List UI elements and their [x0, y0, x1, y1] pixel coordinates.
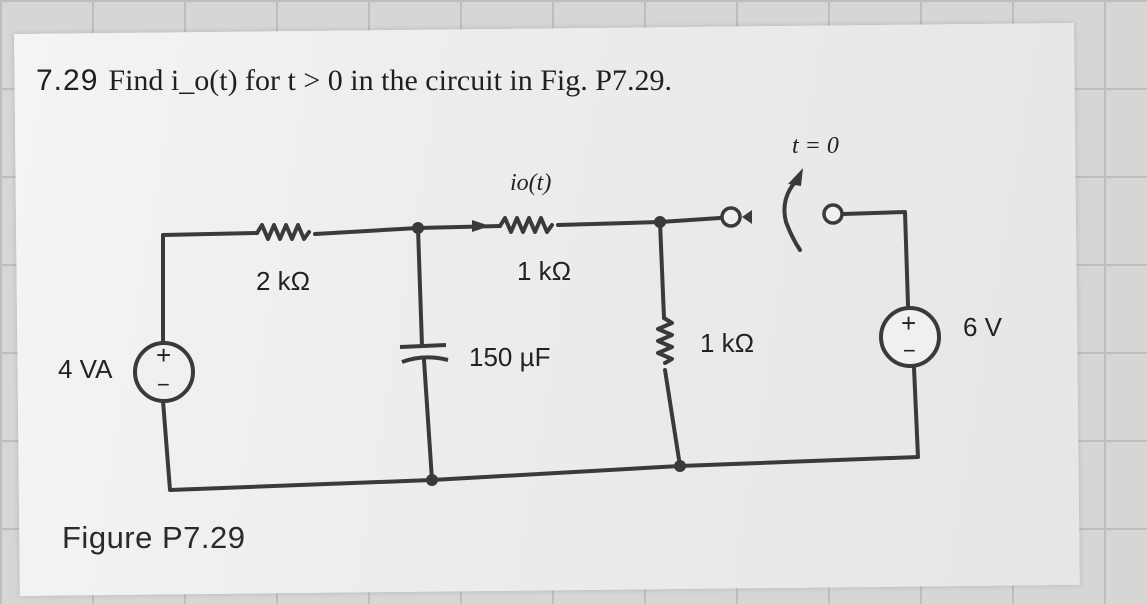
wire-switch-right [841, 210, 910, 307]
current-arrow [472, 220, 490, 232]
label-dependent-source: 4 VA [58, 354, 113, 384]
node-top-r3 [654, 216, 666, 228]
source-minus-sign-right: − [903, 338, 916, 363]
wire-cap-top [416, 226, 424, 348]
switch-contact-right [822, 203, 844, 225]
wire-left-bottom [161, 399, 434, 492]
label-capacitor: 150 µF [469, 342, 550, 372]
problem-statement: 7.29 Find i_o(t) for t > 0 in the circuit… [36, 64, 672, 98]
switch-arrowhead-left [742, 210, 752, 224]
label-current: io(t) [510, 170, 551, 196]
resistor-1k-series [498, 216, 554, 234]
figure-caption: Figure P7.29 [62, 520, 246, 555]
wire-r3-top [658, 220, 666, 320]
switch-arrowhead-top [788, 168, 803, 186]
capacitor-plate-bottom [401, 355, 449, 364]
node-bottom-cap [426, 474, 438, 486]
node-top-cap [412, 222, 424, 234]
switch-arm [782, 178, 802, 252]
resistor-1k-shunt [656, 316, 674, 365]
wire-top-left [161, 231, 259, 346]
capacitor-plate-top [399, 343, 447, 349]
wire-cap-bottom [422, 358, 434, 482]
wire-r3-bottom [663, 368, 682, 468]
node-bottom-r3 [674, 460, 686, 472]
label-r3: 1 kΩ [700, 328, 754, 358]
switch-contact-left [720, 206, 742, 228]
source-minus-sign-left: − [157, 372, 170, 397]
label-r1: 2 kΩ [256, 266, 310, 296]
voltage-source-6v [879, 306, 941, 368]
source-plus-sign-left: + [156, 340, 171, 370]
label-voltage-source: 6 V [963, 312, 1003, 342]
label-switch-time: t = 0 [792, 133, 839, 159]
dependent-voltage-source [133, 341, 195, 403]
label-r2: 1 kΩ [517, 256, 571, 286]
problem-number: 7.29 [36, 64, 99, 97]
resistor-2k [255, 223, 311, 241]
wire-bottom [430, 366, 920, 482]
source-plus-sign-right: + [901, 308, 916, 338]
wire-top-right [556, 216, 722, 227]
problem-text: Find i_o(t) for t > 0 in the circuit in … [108, 64, 672, 97]
